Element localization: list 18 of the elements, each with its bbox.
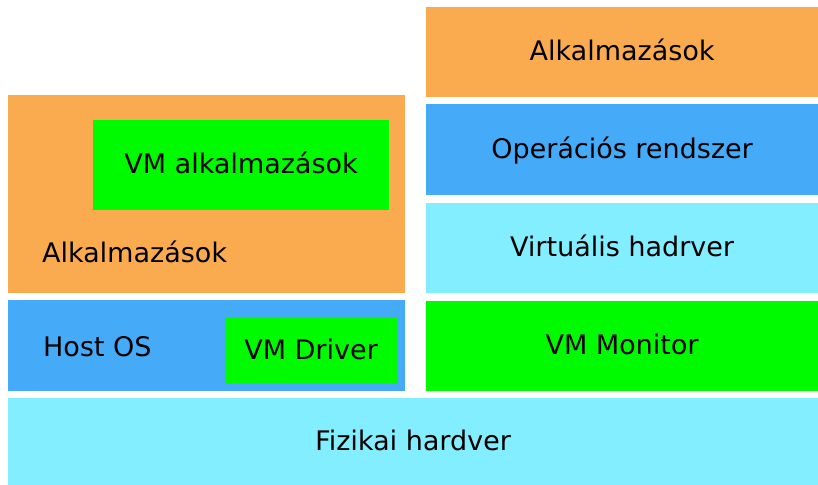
layer-box bbox=[8, 95, 405, 293]
layer-box bbox=[225, 318, 397, 383]
layer-box bbox=[426, 301, 818, 391]
layer-box bbox=[426, 7, 818, 97]
layer-box bbox=[426, 203, 818, 293]
layer-box bbox=[8, 398, 818, 485]
layer-label: Host OS bbox=[43, 332, 152, 364]
layer-label: Alkalmazások bbox=[42, 238, 227, 270]
layer-label: VM alkalmazások bbox=[123, 148, 359, 182]
layer-label: Alkalmazások bbox=[528, 36, 716, 68]
layer-box bbox=[93, 120, 389, 210]
layer-label: VM Driver bbox=[243, 334, 379, 367]
layer-box bbox=[8, 300, 405, 391]
layer-label: Fizikai hardver bbox=[314, 425, 512, 458]
layer-label: VM Monitor bbox=[544, 330, 700, 362]
layer-label: Virtuális hadrver bbox=[509, 232, 735, 264]
layer-label: Operációs rendszer bbox=[490, 133, 754, 166]
layer-box bbox=[426, 104, 818, 195]
